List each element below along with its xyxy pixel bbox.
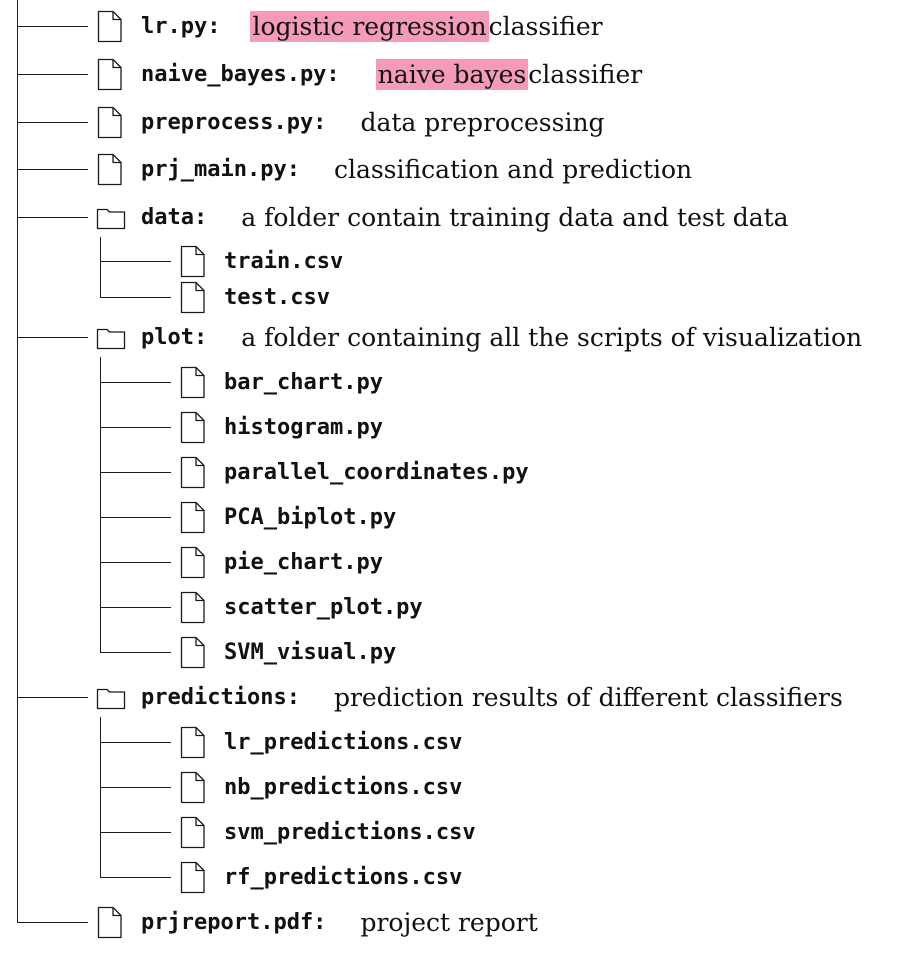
item-name: scatter_plot.py — [224, 594, 423, 620]
item-name: naive_bayes.py: — [141, 61, 340, 87]
branch-line — [100, 787, 171, 788]
file-icon — [179, 278, 209, 316]
item-name: data: — [141, 204, 208, 230]
folder-icon — [96, 678, 126, 716]
file-item-prj-main-py[interactable]: prj_main.py: classification and predictio… — [96, 150, 692, 188]
item-description: a folder containing all the scripts of v… — [241, 322, 863, 352]
file-icon — [179, 498, 209, 536]
file-icon — [179, 453, 209, 491]
item-name: predictions: — [141, 684, 300, 710]
branch-line — [100, 832, 171, 833]
branch-line — [100, 261, 171, 262]
file-icon — [179, 408, 209, 446]
item-name: parallel_coordinates.py — [224, 459, 529, 485]
file-item-preprocess-py[interactable]: preprocess.py: data preprocessing — [96, 103, 605, 141]
folder-item-predictions[interactable]: predictions: prediction results of differ… — [96, 678, 843, 716]
file-item-svm-predictions-csv[interactable]: svm_predictions.csv — [179, 813, 476, 851]
file-item-rf-predictions-csv[interactable]: rf_predictions.csv — [179, 858, 462, 896]
item-name: preprocess.py: — [141, 109, 327, 135]
item-description: a folder contain training data and test … — [241, 202, 789, 232]
item-description: classifier — [528, 59, 643, 89]
file-icon — [96, 55, 126, 93]
folder-item-plot[interactable]: plot: a folder containing all the scripts… — [96, 318, 862, 356]
item-name: pie_chart.py — [224, 549, 383, 575]
branch-line — [100, 877, 171, 878]
branch-line — [100, 472, 171, 473]
item-name: nb_predictions.csv — [224, 774, 463, 800]
branch-line — [17, 26, 88, 27]
file-icon — [96, 150, 126, 188]
item-name: PCA_biplot.py — [224, 504, 397, 530]
branch-line — [100, 517, 171, 518]
highlighted-description: logistic regression — [250, 10, 489, 42]
file-item-lr-py[interactable]: lr.py: logistic regression classifier — [96, 7, 603, 45]
file-icon — [179, 588, 209, 626]
file-icon — [179, 768, 209, 806]
file-item-test-csv[interactable]: test.csv — [179, 278, 330, 316]
file-icon — [179, 723, 209, 761]
item-description: classifier — [488, 11, 603, 41]
item-name: SVM_visual.py — [224, 639, 397, 665]
item-name: prjreport.pdf: — [141, 909, 327, 935]
branch-line — [100, 607, 171, 608]
branch-line — [17, 697, 88, 698]
item-name: lr_predictions.csv — [224, 729, 463, 755]
branch-line — [17, 217, 88, 218]
item-name: plot: — [141, 324, 208, 350]
file-icon — [179, 633, 209, 671]
folder-icon — [96, 318, 126, 356]
branch-line — [17, 337, 88, 338]
sub-trunk-line — [100, 357, 101, 653]
item-name: svm_predictions.csv — [224, 819, 476, 845]
branch-line — [17, 122, 88, 123]
highlighted-description: naive bayes — [375, 58, 529, 90]
file-icon — [179, 543, 209, 581]
file-item-svm-visual-py[interactable]: SVM_visual.py — [179, 633, 396, 671]
item-description: data preprocessing — [360, 107, 605, 137]
file-icon — [179, 813, 209, 851]
branch-line — [100, 652, 171, 653]
item-name: histogram.py — [224, 414, 383, 440]
branch-line — [100, 382, 171, 383]
folder-icon — [96, 198, 126, 236]
branch-line — [17, 169, 88, 170]
file-item-parallel-coordinates-py[interactable]: parallel_coordinates.py — [179, 453, 529, 491]
file-item-pie-chart-py[interactable]: pie_chart.py — [179, 543, 383, 581]
sub-trunk-line — [100, 717, 101, 878]
item-name: lr.py: — [141, 13, 221, 39]
file-icon — [96, 903, 126, 941]
file-icon — [179, 858, 209, 896]
file-item-nb-predictions-csv[interactable]: nb_predictions.csv — [179, 768, 462, 806]
item-description: project report — [360, 907, 538, 937]
sub-trunk-line — [100, 237, 101, 298]
file-item-naive-bayes-py[interactable]: naive_bayes.py: naive bayes classifier — [96, 55, 642, 93]
item-description: classification and prediction — [333, 154, 693, 184]
folder-item-data[interactable]: data: a folder contain training data and … — [96, 198, 789, 236]
item-name: test.csv — [224, 284, 330, 310]
item-name: bar_chart.py — [224, 369, 383, 395]
branch-line — [17, 74, 88, 75]
file-item-scatter-plot-py[interactable]: scatter_plot.py — [179, 588, 423, 626]
branch-line — [100, 742, 171, 743]
file-icon — [179, 242, 209, 280]
item-name: rf_predictions.csv — [224, 864, 463, 890]
branch-line — [100, 562, 171, 563]
file-item-histogram-py[interactable]: histogram.py — [179, 408, 383, 446]
item-description: prediction results of different classifi… — [333, 682, 843, 712]
item-name: train.csv — [224, 248, 344, 274]
item-name: prj_main.py: — [141, 156, 300, 182]
file-icon — [179, 363, 209, 401]
branch-line — [100, 427, 171, 428]
file-icon — [96, 7, 126, 45]
branch-line — [100, 297, 171, 298]
tree-trunk-line — [17, 0, 18, 923]
file-icon — [96, 103, 126, 141]
file-item-lr-predictions-csv[interactable]: lr_predictions.csv — [179, 723, 462, 761]
file-item-prjreport-pdf[interactable]: prjreport.pdf: project report — [96, 903, 538, 941]
file-item-train-csv[interactable]: train.csv — [179, 242, 343, 280]
file-item-bar-chart-py[interactable]: bar_chart.py — [179, 363, 383, 401]
branch-line — [17, 922, 88, 923]
file-item-pca-biplot-py[interactable]: PCA_biplot.py — [179, 498, 396, 536]
